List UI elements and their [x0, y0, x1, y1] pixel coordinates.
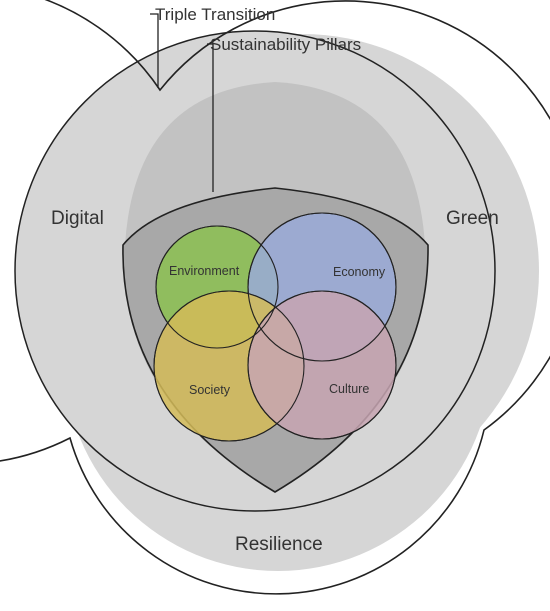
pillar-outlines: [153, 212, 397, 442]
triple-transition-leader-line: [150, 13, 159, 88]
sustainability-pillars-leader-line: [207, 43, 214, 192]
culture-circle: [247, 290, 397, 440]
culture-label: Culture: [329, 382, 369, 396]
green-label: Green: [446, 208, 499, 229]
sustainability-pillars-label: Sustainability Pillars: [210, 35, 361, 54]
society-label: Society: [189, 383, 231, 397]
environment-label: Environment: [169, 264, 240, 278]
digital-outline: [14, 30, 496, 512]
resilience-label: Resilience: [235, 534, 323, 555]
triple-transition-label: Triple Transition: [155, 5, 275, 24]
economy-label: Economy: [333, 265, 386, 279]
outer-boundary: [0, 0, 550, 595]
digital-label: Digital: [51, 208, 104, 229]
